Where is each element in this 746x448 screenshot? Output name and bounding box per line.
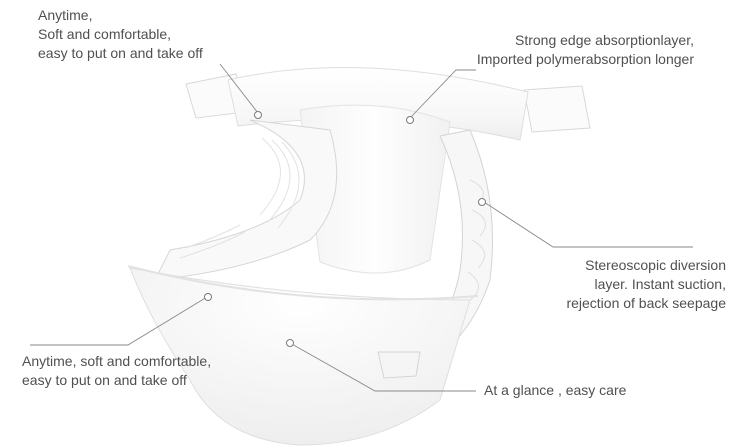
callout-bottom-left: Anytime, soft and comfortable, easy to p…	[22, 352, 211, 390]
callout-line: Stereoscopic diversion	[585, 257, 726, 273]
callout-line: Imported polymerabsorption longer	[476, 51, 694, 67]
callout-line: Strong edge absorptionlayer,	[514, 32, 694, 48]
callout-line: easy to put on and take off	[38, 45, 203, 61]
callout-line: easy to put on and take off	[22, 372, 187, 388]
callout-top-right: Strong edge absorptionlayer, Imported po…	[477, 31, 694, 69]
callout-line: rejection of back seepage	[566, 295, 726, 311]
callout-top-left: Anytime, Soft and comfortable, easy to p…	[38, 6, 203, 63]
callout-line: layer. Instant suction,	[594, 276, 726, 292]
callout-line: At a glance , easy care	[484, 382, 627, 398]
callout-line: Soft and comfortable,	[38, 26, 172, 42]
callout-line: Anytime, soft and comfortable,	[22, 353, 212, 369]
callout-line: Anytime,	[38, 7, 93, 23]
callout-middle-right: Stereoscopic diversion layer. Instant su…	[566, 256, 726, 313]
callout-bottom-right: At a glance , easy care	[484, 381, 626, 400]
